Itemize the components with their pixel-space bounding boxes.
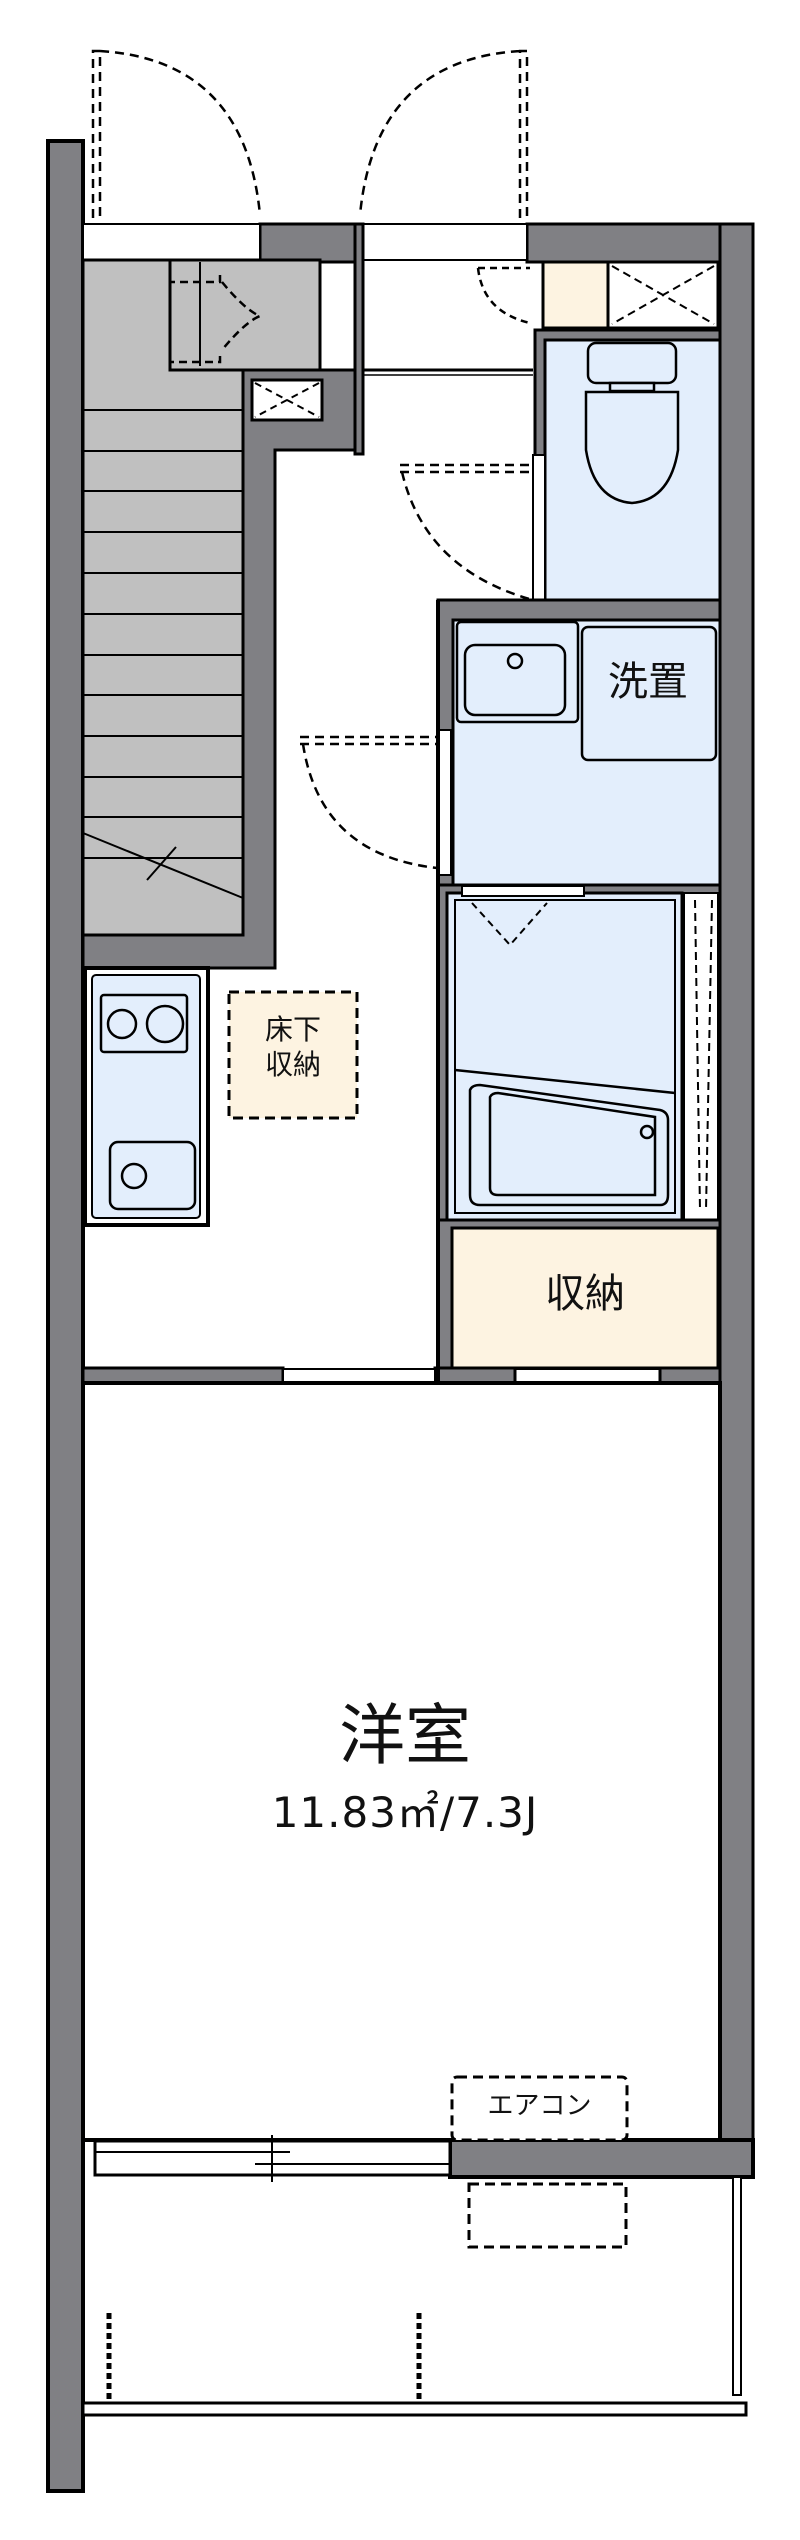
washing-machine-spot <box>580 625 718 762</box>
room-partition-right <box>658 1366 722 1385</box>
western-room-name: 洋室 <box>339 1697 471 1774</box>
balcony-partition-left <box>106 2313 112 2403</box>
stair-treads <box>82 409 244 899</box>
right-outer-wall <box>718 222 755 2179</box>
bathtub-icon <box>468 1083 670 1207</box>
stair-closet <box>168 258 322 372</box>
closet-door-gap[interactable] <box>514 1368 661 1383</box>
bath-door-gap[interactable] <box>461 885 585 897</box>
aircon-label: エアコン <box>487 2091 592 2121</box>
underfloor-storage <box>227 990 359 1120</box>
left-outer-wall <box>46 139 85 2493</box>
entrance-door-swing-right[interactable] <box>358 49 529 218</box>
toilet-door-gap[interactable] <box>532 454 546 603</box>
western-room-area: 11.83㎡/7.3J <box>271 1788 539 1837</box>
wash-basin-icon <box>455 620 580 724</box>
room-partition-mid <box>433 1366 517 1385</box>
small-door-swing[interactable] <box>476 266 531 325</box>
stairs <box>81 258 245 937</box>
stove-icon <box>99 993 189 1054</box>
closet-label: 収納 <box>545 1271 625 1317</box>
top-wall-middle <box>258 222 362 264</box>
washroom-door-swing[interactable] <box>300 735 438 870</box>
aircon-unit <box>450 2075 629 2142</box>
folding-door-swing[interactable] <box>170 275 264 364</box>
outdoor-unit <box>467 2182 628 2249</box>
balcony-partition-mid <box>416 2313 422 2403</box>
bath-drain-mark <box>471 902 548 947</box>
entrance-door-swing-left[interactable] <box>91 49 262 218</box>
entrance-door-frame-right[interactable] <box>359 223 528 261</box>
washroom-label: 洗置 <box>608 659 688 705</box>
entrance-door-frame-left[interactable] <box>82 223 261 261</box>
underfloor-label-line2: 収納 <box>264 1048 321 1081</box>
toilet-door-swing[interactable] <box>400 463 534 602</box>
bottom-wall <box>448 2138 755 2179</box>
kitchen-sink-icon <box>108 1140 197 1211</box>
underfloor-storage-label: 床下 収納 <box>228 1012 358 1082</box>
underfloor-label-line1: 床下 <box>264 1013 321 1046</box>
hall-right-wall <box>353 222 365 456</box>
bath-side-storage <box>683 892 719 1221</box>
room-door-gap[interactable] <box>282 1368 436 1383</box>
balcony-rail-right <box>732 2176 742 2396</box>
balcony-rail-bottom <box>81 2401 748 2417</box>
toilet-icon <box>584 341 680 505</box>
western-room <box>81 1381 722 2142</box>
shoe-cabinet <box>541 260 610 330</box>
room-partition-left <box>81 1366 285 1385</box>
